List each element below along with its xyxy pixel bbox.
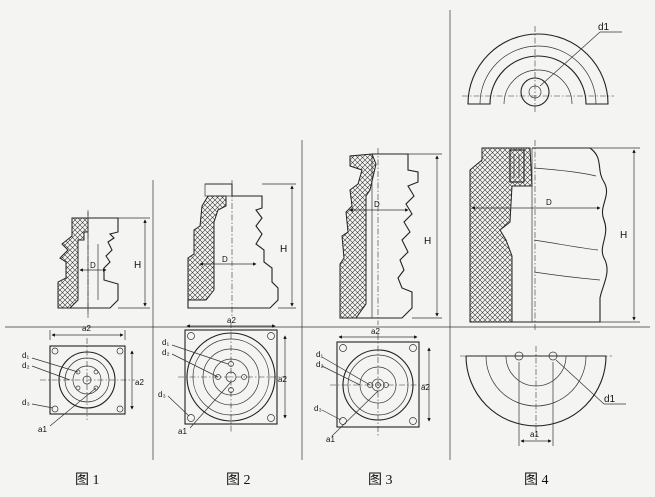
figure-2-caption: 图 2 bbox=[226, 473, 251, 488]
fig1-d3: d₃ bbox=[22, 398, 30, 407]
figure-3-plan bbox=[321, 334, 431, 437]
fig4-D-label: D bbox=[546, 198, 552, 207]
figure-3-caption: 图 3 bbox=[368, 473, 393, 488]
fig4-a1: a1 bbox=[530, 430, 539, 439]
fig3-d3: d₃ bbox=[314, 404, 322, 413]
fig1-d2: d₂ bbox=[22, 361, 30, 370]
fig3-d1: d₁ bbox=[316, 350, 323, 359]
fig4-d1-bottom: d1 bbox=[604, 394, 616, 405]
fig2-a2-side: a2 bbox=[278, 375, 287, 384]
figure-1-elevation bbox=[57, 210, 150, 318]
figure-4-top-view bbox=[462, 26, 622, 112]
fig3-a2-side: a2 bbox=[421, 383, 430, 392]
figure-4-elevation bbox=[469, 140, 640, 330]
fig4-d1-top: d1 bbox=[598, 22, 610, 33]
fig2-H-label: H bbox=[280, 244, 287, 255]
figure-1-plan bbox=[31, 330, 135, 427]
fig4-H-label: H bbox=[620, 230, 627, 241]
fig2-a1: a1 bbox=[178, 427, 187, 436]
figure-2-elevation bbox=[187, 180, 296, 318]
fig1-d1: d₁ bbox=[22, 351, 29, 360]
fig2-d2: d₂ bbox=[162, 348, 170, 357]
drawing-frame bbox=[5, 10, 650, 460]
fig3-H-label: H bbox=[424, 236, 431, 247]
figure-3-elevation bbox=[339, 148, 442, 325]
figure-4-bottom-view bbox=[460, 346, 626, 446]
fig1-a2-top: a2 bbox=[82, 324, 91, 333]
fig2-a2-top: a2 bbox=[227, 316, 236, 325]
fig1-H-label: H bbox=[134, 260, 141, 271]
fig1-a2-side: a2 bbox=[135, 378, 144, 387]
fig2-d3: d₃ bbox=[158, 390, 166, 399]
fig3-D-label: D bbox=[374, 200, 380, 209]
figure-4-caption: 图 4 bbox=[524, 473, 549, 488]
fig2-D-label: D bbox=[222, 255, 228, 264]
fig3-d2: d₂ bbox=[316, 360, 324, 369]
fig3-a1: a1 bbox=[326, 435, 335, 444]
fig3-a2-top: a2 bbox=[371, 327, 380, 336]
fig1-D-label: D bbox=[90, 261, 96, 270]
figure-1-caption: 图 1 bbox=[75, 473, 100, 488]
fig2-d1: d₁ bbox=[162, 338, 169, 347]
fig1-a1: a1 bbox=[38, 425, 47, 434]
figure-2-plan bbox=[167, 322, 287, 432]
